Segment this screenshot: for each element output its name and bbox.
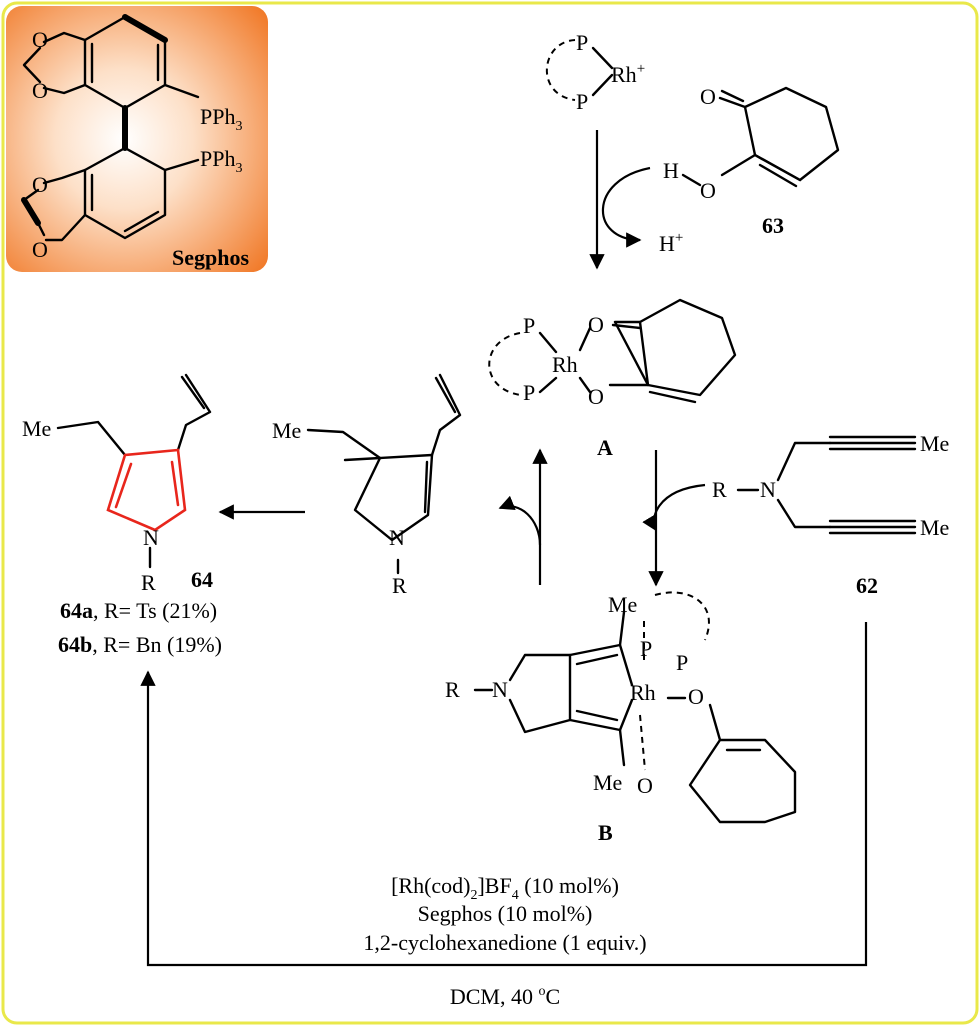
intA-p-top: P [523,313,535,338]
cmpd62-r: R [712,477,727,502]
triene-r: R [392,573,407,598]
intA-o-top: O [588,312,604,337]
intA-p-bottom: P [523,380,535,405]
catalyst-p-bottom: P [576,89,588,114]
segphos-box: O O O O PPh3 PPh3 Segphos [6,6,268,272]
cmpd63-o-top: O [700,84,716,109]
curved-arrow-release [498,495,542,546]
curved-arrow-protonation [601,166,651,248]
product-64: Me N R 64 64a, R= Ts (21%) 64b, R= Bn (1… [22,373,222,657]
cmpd62-me-bottom: Me [920,515,949,540]
cmpd63-o-bottom: O [700,178,716,203]
cmpd63-h: H [663,158,679,183]
cmpd62-n: N [760,477,776,502]
intB-label: B [598,820,613,845]
cmpd62-me-top: Me [920,431,949,456]
segphos-o3: O [32,172,48,197]
intA-o-bottom: O [588,384,604,409]
intermediate-B: R N Me Me P P Rh O O B [445,591,797,845]
conditions-line4: DCM, 40 oC [450,984,560,1009]
product-me: Me [22,416,51,441]
segphos-label: Segphos [172,245,249,270]
intB-o-top: O [688,684,704,709]
conditions-line2: Segphos (10 mol%) [418,901,593,926]
triene-n: N [389,525,405,550]
compound-63: O H O 63 [663,84,840,238]
product-64b: 64b, R= Bn (19%) [58,632,222,657]
segphos-o1: O [32,27,48,52]
intB-me-top: Me [608,592,637,617]
rh-catalyst: P P Rh+ [545,30,645,114]
segphos-o4: O [32,237,48,262]
triene-me: Me [272,418,301,443]
segphos-pph3-top: PPh3 [200,104,242,134]
conditions-line3: 1,2-cyclohexanedione (1 equiv.) [363,930,646,955]
product-64a: 64a, R= Ts (21%) [60,598,217,623]
catalyst-rh: Rh+ [611,61,645,87]
intB-o-bottom: O [637,773,653,798]
curved-arrow-diyne-addition [642,483,706,532]
intB-me-bottom: Me [593,770,622,795]
intermediate-A: P P Rh O O A [488,298,737,460]
cmpd63-label: 63 [762,213,784,238]
segphos-o2: O [32,78,48,103]
segphos-background [6,6,268,272]
intB-r: R [445,677,460,702]
intB-rh: Rh [630,680,656,705]
intB-p2: P [676,650,688,675]
intB-n: N [492,677,508,702]
compound-62: R N Me Me 62 [712,431,949,598]
product-n: N [143,525,159,550]
segphos-pph3-bottom: PPh3 [200,146,242,176]
product-r: R [141,570,156,595]
cmpd62-label: 62 [856,573,878,598]
overall-reaction-arrow [140,622,868,967]
intA-label: A [597,435,613,460]
catalyst-p-top: P [576,30,588,55]
reaction-conditions: [Rh(cod)2]BF4 (10 mol%) Segphos (10 mol%… [363,873,646,1009]
conditions-line1: [Rh(cod)2]BF4 (10 mol%) [391,873,619,903]
proton-h: H+ [659,230,683,256]
intA-rh: Rh [552,352,578,377]
triene-intermediate: Me N R [272,373,462,598]
product-label: 64 [191,567,213,592]
intB-p1: P [640,636,652,661]
